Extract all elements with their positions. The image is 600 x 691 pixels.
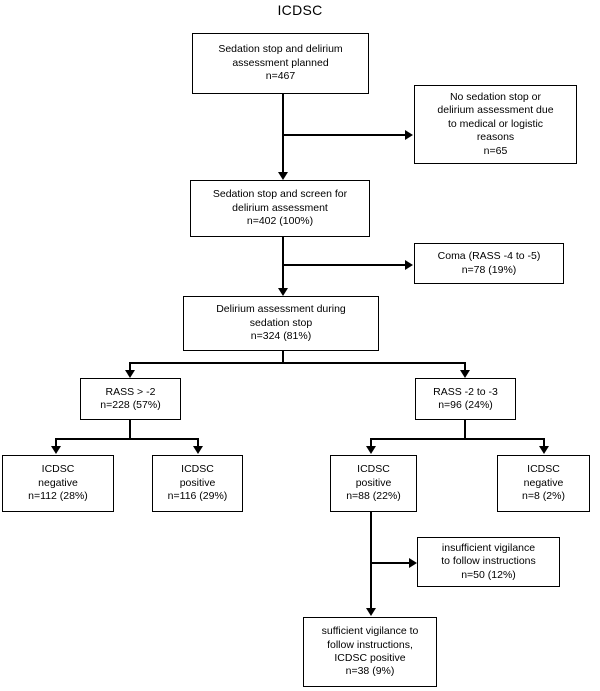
connector-delirium-to-rass-right xyxy=(464,362,466,373)
node-line: n=65 xyxy=(483,144,508,157)
node-icdsc-negative-right: ICDSC negative n=8 (2%) xyxy=(497,455,590,512)
arrowhead-icdsc-negative-right xyxy=(539,446,549,454)
node-line: delirium assessment due xyxy=(437,104,554,117)
node-line: negative xyxy=(523,476,564,489)
node-line: assessment planned xyxy=(232,56,329,69)
connector-rass-left-to-neg xyxy=(55,438,57,450)
node-line: sedation stop xyxy=(249,316,313,329)
node-line: n=88 (22%) xyxy=(346,490,401,503)
node-line: Delirium assessment during xyxy=(216,303,346,316)
node-line: ICDSC xyxy=(527,463,560,476)
node-line: positive xyxy=(355,476,392,489)
connector-rass-left-fork-bar xyxy=(55,438,199,440)
node-line: n=50 (12%) xyxy=(461,568,516,581)
arrowhead-icdsc-positive-right xyxy=(366,446,376,454)
node-coma: Coma (RASS -4 to -5) n=78 (19%) xyxy=(414,243,564,284)
node-line: ICDSC positive xyxy=(334,652,406,664)
node-line: sufficient vigilance to xyxy=(321,625,419,638)
arrowhead-screen xyxy=(278,172,288,180)
node-line: No sedation stop or xyxy=(449,90,542,103)
connector-delirium-to-rass-left xyxy=(129,362,131,373)
arrowhead-coma xyxy=(405,260,413,270)
node-line: RASS -2 to -3 xyxy=(433,385,498,398)
node-no-sedation-stop: No sedation stop or delirium assessment … xyxy=(414,85,577,164)
node-line: to follow instructions xyxy=(441,555,536,568)
node-line: negative xyxy=(38,476,78,489)
arrowhead-exclusion xyxy=(405,130,413,140)
node-line: n=402 (100%) xyxy=(246,215,314,228)
node-line: positive xyxy=(179,476,216,489)
connector-delirium-stem xyxy=(282,351,284,363)
node-icdsc-positive-right: ICDSC positive n=88 (22%) xyxy=(330,455,417,512)
node-line: n=112 (28%) xyxy=(28,490,88,503)
connector-rass-left-to-pos xyxy=(197,438,199,450)
arrowhead-rass-2-to-3 xyxy=(460,370,470,378)
connector-rass-left-stem xyxy=(129,420,131,439)
node-line: ICDSC xyxy=(181,463,214,476)
node-sedation-stop-planned: Sedation stop and delirium assessment pl… xyxy=(192,33,369,94)
node-line: ICDSC xyxy=(357,463,390,476)
arrowhead-delirium xyxy=(278,288,288,296)
node-icdsc-positive-left: ICDSC positive n=116 (29%) xyxy=(152,455,243,512)
arrowhead-sufficient-vigilance xyxy=(366,608,376,616)
node-line: to medical or logistic xyxy=(447,117,544,130)
node-line: n=96 (24%) xyxy=(438,399,493,411)
node-line: n=116 (29%) xyxy=(167,490,228,503)
node-line: n=8 (2%) xyxy=(522,490,565,503)
node-insufficient-vigilance: insufficient vigilance to follow instruc… xyxy=(417,537,560,587)
arrowhead-icdsc-negative-left xyxy=(51,446,61,454)
connector-to-insufficient-vigilance xyxy=(370,562,411,564)
node-sedation-stop-screen: Sedation stop and screen for delirium as… xyxy=(190,180,370,237)
node-line: ICDSC xyxy=(41,463,75,476)
node-line: n=38 (9%) xyxy=(345,665,395,678)
arrowhead-insufficient-vigilance xyxy=(409,558,417,568)
node-rass-minus2-to-minus3: RASS -2 to -3 n=96 (24%) xyxy=(415,378,516,420)
node-line: reasons xyxy=(476,131,515,144)
connector-rass-right-stem xyxy=(464,420,466,439)
node-rass-gt-minus2: RASS > -2 n=228 (57%) xyxy=(80,378,181,420)
connector-rass-right-to-pos xyxy=(370,438,372,450)
connector-rass-right-to-neg xyxy=(543,438,545,450)
node-line: follow instructions, xyxy=(327,638,413,651)
node-line: n=467 xyxy=(265,70,296,83)
arrowhead-rass-gt-2 xyxy=(125,370,135,378)
connector-planned-to-exclusion xyxy=(282,134,407,136)
node-line: n=228 (57%) xyxy=(100,399,161,411)
node-line: n=78 (19%) xyxy=(461,263,517,276)
node-line: n=324 (81%) xyxy=(250,330,312,343)
diagram-title: ICDSC xyxy=(277,2,323,18)
node-sufficient-vigilance: sufficient vigilance to follow instructi… xyxy=(303,617,437,687)
node-line: delirium assessment xyxy=(232,201,328,214)
node-icdsc-negative-left: ICDSC negative n=112 (28%) xyxy=(2,455,114,512)
node-line: Sedation stop and delirium xyxy=(218,43,343,56)
node-line: RASS > -2 xyxy=(105,385,156,398)
connector-rass-right-fork-bar xyxy=(370,438,545,440)
arrowhead-icdsc-positive-left xyxy=(193,446,203,454)
node-delirium-assessment: Delirium assessment during sedation stop… xyxy=(183,296,379,351)
connector-screen-to-coma xyxy=(282,264,407,266)
node-line: insufficient vigilance xyxy=(441,541,536,554)
node-line: Sedation stop and screen for xyxy=(212,188,348,201)
connector-delirium-fork-bar xyxy=(129,362,466,364)
node-line: Coma (RASS -4 to -5) xyxy=(437,250,541,263)
